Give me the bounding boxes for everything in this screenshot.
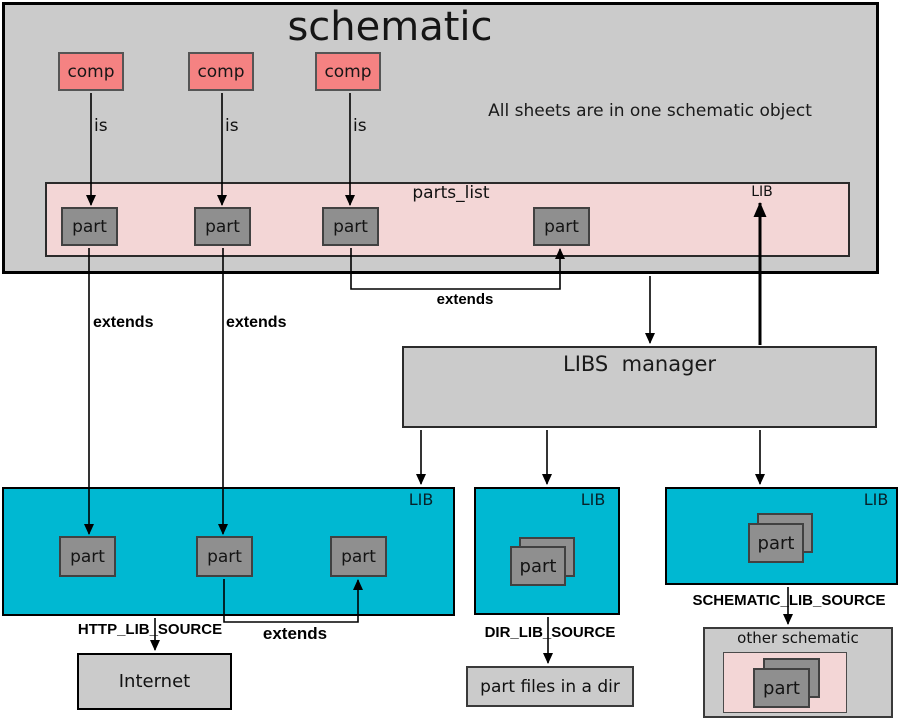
part-box-4: part	[533, 207, 590, 246]
http-lib-source-label: HTTP_LIB_SOURCE	[77, 621, 223, 638]
is-label-2: is	[225, 116, 239, 136]
libs-manager-box	[402, 346, 877, 428]
dir-lib-source-label: DIR_LIB_SOURCE	[484, 624, 616, 641]
extends-label-lib1: extends	[262, 624, 328, 643]
part-box-3: part	[322, 207, 379, 246]
parts-list-lib-label: LIB	[751, 184, 773, 200]
schematic-lib-source-label: SCHEMATIC_LIB_SOURCE	[692, 592, 886, 609]
internet-box: Internet	[77, 653, 232, 710]
lib3-lib-label: LIB	[863, 490, 889, 509]
schematic-title: schematic	[287, 4, 493, 50]
lib1-part-3: part	[330, 536, 387, 577]
extends-label-left: extends	[93, 314, 154, 331]
libs-manager-label: LIBS manager	[563, 352, 716, 376]
is-label-3: is	[353, 116, 367, 136]
part-box-2: part	[194, 207, 251, 246]
schematic-note: All sheets are in one schematic object	[488, 101, 812, 121]
extends-label-top-bracket: extends	[436, 291, 494, 308]
lib1-part-1: part	[59, 536, 116, 577]
comp-box-3: comp	[315, 52, 381, 91]
comp-box-2: comp	[188, 52, 254, 91]
parts-list-label: parts_list	[412, 183, 490, 203]
lib1-part-2: part	[196, 536, 253, 577]
lib3-part-front: part	[748, 523, 804, 563]
other-part-front: part	[753, 668, 810, 708]
lib2-part-front: part	[510, 546, 566, 586]
part-box-1: part	[61, 207, 118, 246]
comp-box-1: comp	[58, 52, 124, 91]
extends-label-mid: extends	[226, 314, 287, 331]
part-files-box: part files in a dir	[466, 666, 634, 707]
lib2-lib-label: LIB	[580, 490, 606, 509]
parts-list-strip	[45, 182, 850, 257]
is-label-1: is	[94, 116, 108, 136]
lib1-lib-label: LIB	[408, 490, 434, 509]
other-schematic-title: other schematic	[737, 629, 859, 647]
